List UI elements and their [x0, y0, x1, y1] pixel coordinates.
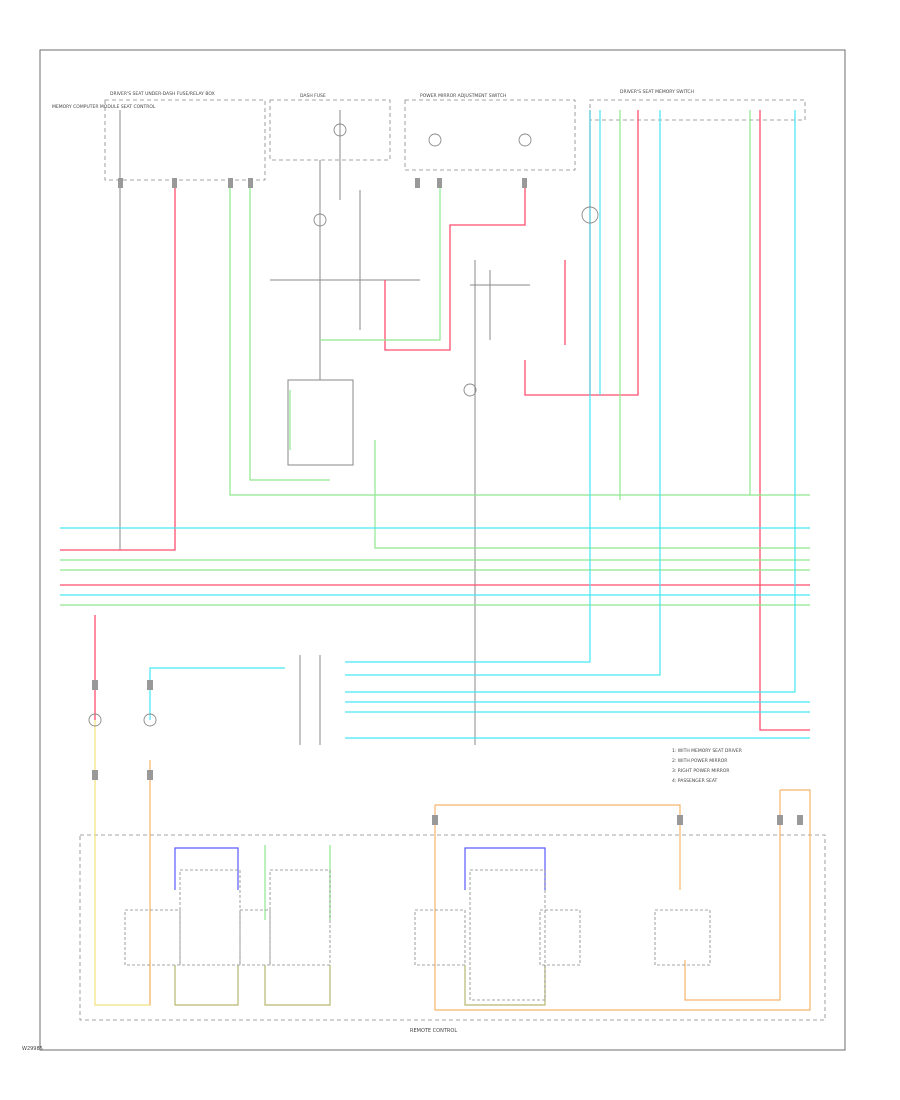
diagram-frame — [39, 49, 846, 1051]
label-top-3: POWER MIRROR ADJUSTMENT SWITCH — [420, 93, 506, 99]
cyan-wires — [60, 110, 810, 739]
label-top-4: DRIVER'S SEAT MEMORY SWITCH — [620, 89, 694, 95]
label-top-2: DASH FUSE — [300, 93, 326, 99]
devices — [88, 123, 599, 727]
top-labels: MEMORY COMPUTER MODULE SEAT CONTROL DRIV… — [52, 89, 694, 110]
bottom-box-label: REMOTE CONTROL — [410, 1028, 457, 1034]
green-wires — [60, 110, 810, 920]
red-wires — [60, 110, 810, 731]
legend-note-3: 3: RIGHT POWER MIRROR — [672, 768, 730, 774]
bottom-wires — [94, 720, 811, 1011]
legend-note-2: 2: WITH POWER MIRROR — [672, 758, 727, 764]
legend-note-4: 4: PASSENGER SEAT — [672, 778, 718, 784]
switch-blocks — [124, 869, 711, 1001]
black-wires — [119, 110, 661, 745]
label-left-top: MEMORY COMPUTER MODULE SEAT CONTROL — [52, 104, 156, 110]
top-components — [79, 99, 826, 1021]
legend-note-1: 1: WITH MEMORY SEAT DRIVER — [672, 748, 742, 754]
legend-notes: 1: WITH MEMORY SEAT DRIVER 2: WITH POWER… — [672, 748, 742, 784]
label-top-1: DRIVER'S SEAT UNDER-DASH FUSE/RELAY BOX — [110, 91, 215, 97]
corner-code: W29985 — [22, 1046, 43, 1052]
connector-markers — [92, 178, 803, 825]
